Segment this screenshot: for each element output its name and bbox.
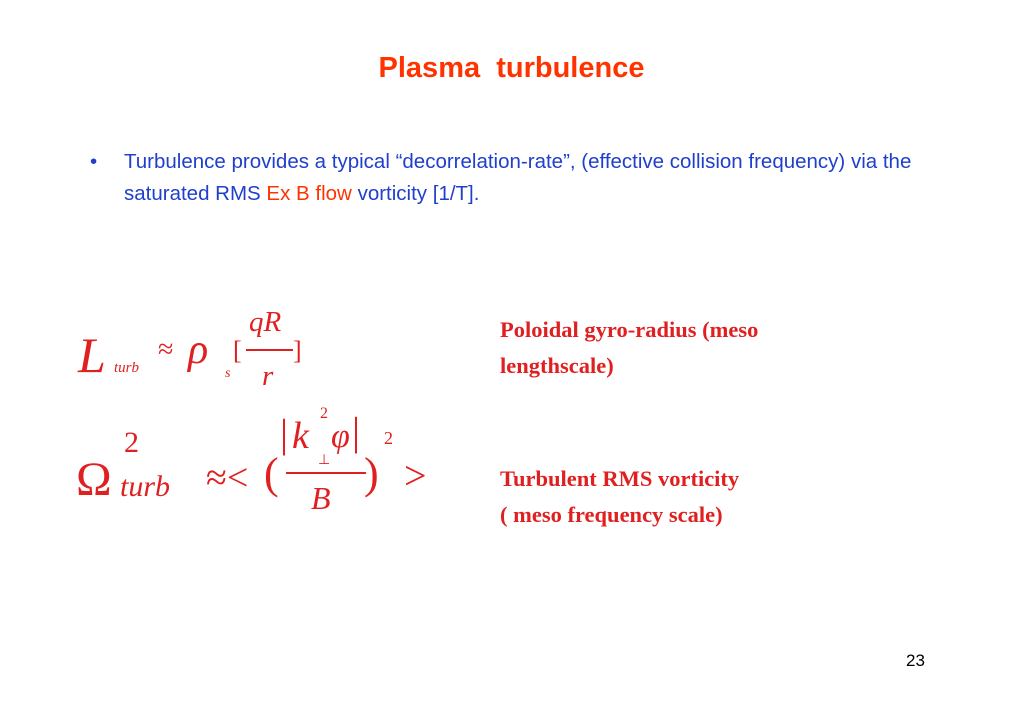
eq2-left-paren: ( xyxy=(264,449,279,498)
eq1-denominator: r xyxy=(262,360,274,392)
eq1-left-bracket: [ xyxy=(233,336,242,365)
eq2-k-superscript: 2 xyxy=(320,405,328,422)
slide-title: Plasma turbulence xyxy=(378,52,645,84)
eq2-k: k xyxy=(292,415,309,457)
eq2-outer-superscript: 2 xyxy=(384,428,393,448)
eq2-omega: Ω xyxy=(76,453,112,506)
eq2-fraction-bar xyxy=(286,472,366,474)
eq2-approx-less: ≈< xyxy=(206,457,249,499)
note-rms-vorticity-line1: Turbulent RMS vorticity xyxy=(500,466,740,491)
eq2-denominator: B xyxy=(311,480,331,516)
bullet-text-after: vorticity [1/T]. xyxy=(351,182,480,205)
page-number: 23 xyxy=(906,651,925,670)
note-rms-vorticity: Turbulent RMS vorticity ( meso frequency… xyxy=(500,461,920,533)
eq2-abs-open: | xyxy=(280,411,289,456)
note-rms-vorticity-line2: ( meso frequency scale) xyxy=(500,502,723,527)
bullet-highlight-exb-flow: Ex B flow xyxy=(266,182,352,205)
bullet-text-before: Turbulence provides a typical “decorrela… xyxy=(124,150,912,205)
note-gyro-radius-line2: lengthscale) xyxy=(500,353,614,378)
eq2-phi: φ xyxy=(331,418,350,455)
eq1-right-bracket: ] xyxy=(293,336,302,365)
note-gyro-radius: Poloidal gyro-radius (meso lengthscale) xyxy=(500,312,920,384)
eq1-rho: ρ xyxy=(188,327,209,373)
eq1-approx: ≈ xyxy=(158,334,174,365)
eq2-perp-subscript: ⊥ xyxy=(318,453,331,468)
eq1-L: L xyxy=(78,327,106,383)
eq2-omega-subscript: turb xyxy=(120,470,171,503)
bullet-text: Turbulence provides a typical “decorrela… xyxy=(124,146,934,210)
bullet-marker: • xyxy=(90,150,98,173)
eq1-fraction-bar xyxy=(246,349,293,351)
note-gyro-radius-line1: Poloidal gyro-radius (meso xyxy=(500,317,759,342)
eq2-abs-close: | xyxy=(352,409,361,454)
eq1-L-subscript: turb xyxy=(114,360,140,376)
eq1-rho-subscript: s xyxy=(225,366,231,381)
eq1-numerator: qR xyxy=(249,306,282,338)
eq2-omega-superscript: 2 xyxy=(124,426,139,459)
eq2-greater-than: > xyxy=(404,453,427,498)
eq2-right-paren: ) xyxy=(364,449,379,498)
